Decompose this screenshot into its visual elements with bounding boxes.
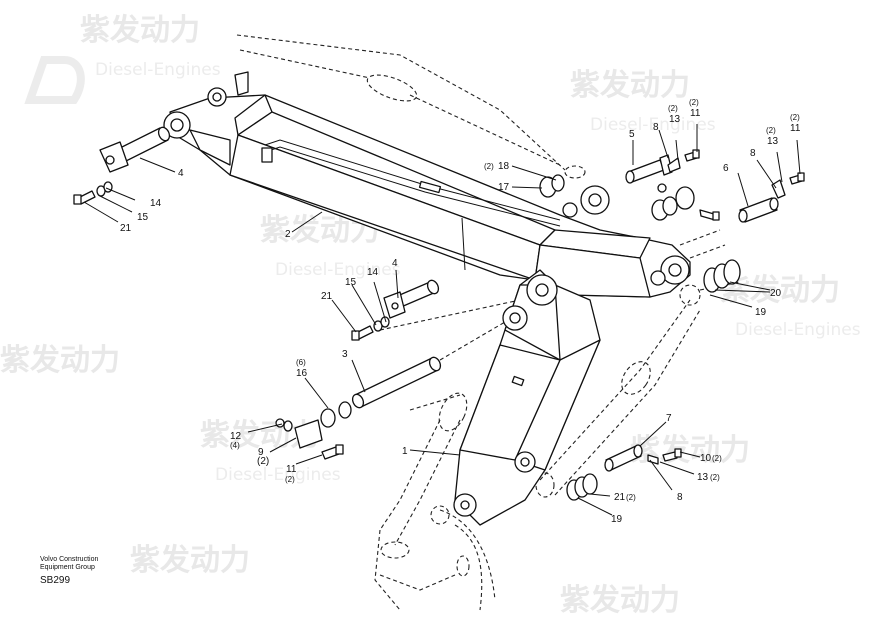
label-part-8: 8 [750, 148, 756, 159]
label-part-14: 14 [367, 267, 379, 278]
label-part-8: 8 [677, 492, 683, 503]
label-part-11: 11 [790, 123, 801, 134]
label-part-13-qty: (2) [766, 126, 776, 135]
watermark-sub: Diesel-Engines [735, 320, 861, 340]
footer-diagram-code: SB299 [40, 575, 71, 586]
label-part-14: 14 [150, 198, 162, 209]
watermark-brand: 紫发动力 [570, 68, 690, 103]
label-part-16: 16 [296, 368, 308, 379]
watermark-sub: Diesel-Engines [275, 260, 401, 280]
callout-labels: 1 2 3 4 4 5 6 7 8 8 8 9 (2) 10 (2) 11 (2… [120, 98, 801, 525]
label-part-9: 9 [258, 447, 264, 458]
label-part-8: 8 [653, 122, 659, 133]
label-part-18-qty: (2) [484, 162, 494, 171]
label-part-20: 20 [770, 288, 782, 299]
leader-lines [83, 124, 801, 516]
spacers-part-5-lower [651, 186, 720, 221]
label-part-4: 4 [392, 258, 398, 269]
label-part-13-qty: (2) [710, 473, 720, 482]
label-part-19: 19 [611, 514, 623, 525]
pin-part-5 [625, 149, 700, 193]
label-part-7: 7 [666, 413, 672, 424]
watermark-sub: Diesel-Engines [95, 60, 221, 80]
label-part-12-qty: (4) [230, 441, 240, 450]
label-part-13: 13 [697, 472, 709, 483]
watermark-brand: 紫发动力 [560, 583, 680, 618]
boom-part-2 [163, 71, 691, 298]
pin-part-3 [351, 356, 442, 409]
label-part-11: 11 [286, 464, 297, 475]
label-part-1: 1 [402, 446, 408, 457]
label-part-13: 13 [767, 136, 779, 147]
watermark-logo [24, 56, 85, 104]
label-part-21: 21 [614, 492, 626, 503]
label-part-10-qty: (2) [712, 454, 722, 463]
pin-part-6 [738, 172, 805, 223]
label-part-16-qty: (6) [296, 358, 306, 367]
label-part-3: 3 [342, 349, 348, 360]
washers-part-17-18 [539, 174, 565, 198]
label-part-21: 21 [321, 291, 333, 302]
label-part-11-qty: (2) [689, 98, 699, 107]
shims-part-16 [320, 401, 352, 428]
watermark-sub: Diesel-Engines [590, 115, 716, 135]
label-part-11-qty: (2) [285, 475, 295, 484]
label-part-2: 2 [285, 229, 291, 240]
label-part-19: 19 [755, 307, 767, 318]
watermark-brand: 紫发动力 [130, 543, 250, 578]
label-part-17: 17 [498, 182, 510, 193]
pin-part-4-left [99, 126, 171, 173]
label-part-5: 5 [629, 129, 635, 140]
watermark-sub: Diesel-Engines [215, 465, 341, 485]
footer-company-line1: Volvo Construction [40, 556, 99, 563]
plate-bolt-parts-9-11-12 [275, 418, 344, 460]
label-part-11: 11 [690, 108, 701, 119]
spacers-part-20 [703, 259, 741, 293]
label-part-11-qty: (2) [790, 113, 800, 122]
watermark-brand: 紫发动力 [0, 343, 120, 378]
label-part-15: 15 [137, 212, 149, 223]
footer-company-line2: Equipment Group [40, 564, 95, 571]
watermark-layer: 紫发动力 Diesel-Engines 紫发动力 Diesel-Engines … [0, 13, 861, 618]
label-part-10: 10 [700, 453, 712, 464]
bolt-part-21-mid [351, 316, 390, 341]
pin-part-7 [604, 444, 682, 472]
label-part-12: 12 [230, 431, 242, 442]
footer-block: Volvo Construction Equipment Group SB299 [40, 556, 98, 586]
label-part-4: 4 [178, 168, 184, 179]
label-part-18: 18 [498, 161, 510, 172]
label-part-13-qty: (2) [668, 104, 678, 113]
label-part-13: 13 [669, 114, 681, 125]
label-part-6: 6 [723, 163, 729, 174]
phantom-lines [236, 34, 741, 611]
label-part-21-qty: (2) [626, 493, 636, 502]
watermark-brand: 紫发动力 [80, 13, 200, 48]
arm-part-1 [453, 269, 601, 526]
label-part-9-qty: (2) [257, 456, 269, 467]
pin-part-4-mid [383, 279, 440, 319]
bolt-part-21-left [73, 181, 113, 205]
label-part-21: 21 [120, 223, 132, 234]
spacers-part-19-lower [566, 473, 598, 501]
label-part-15: 15 [345, 277, 357, 288]
